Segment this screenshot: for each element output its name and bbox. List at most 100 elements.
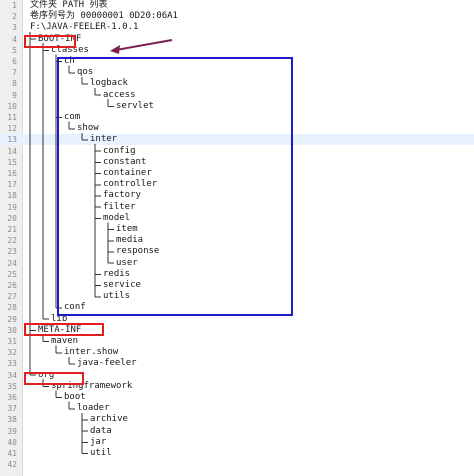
editor-line[interactable]: 29 lib (0, 314, 474, 325)
line-number: 28 (7, 303, 17, 313)
header-text: 卷序列号为 00000001 0D20:06A1 (30, 11, 178, 22)
tree-node-label: filter (103, 201, 136, 212)
editor-line[interactable]: 30 META-INF (0, 325, 474, 336)
line-number: 29 (7, 314, 17, 324)
line-number: 31 (7, 337, 17, 346)
tree-node-label: utils (103, 291, 131, 302)
editor-line[interactable]: 42 (0, 459, 474, 470)
editor-line[interactable]: 40 jar (0, 437, 474, 448)
line-number: 30 (7, 325, 17, 335)
tree-node-label: BOOT-INF (38, 33, 82, 44)
tree-node-label: logback (90, 78, 128, 89)
line-number: 22 (7, 236, 17, 246)
editor-line[interactable]: 23 response (0, 246, 474, 257)
tree-node-label: inter.show (64, 347, 119, 358)
tree-node-label: java-feeler (77, 358, 137, 369)
tree-node-label: redis (103, 268, 131, 279)
editor-line[interactable]: 17 controller (0, 179, 474, 190)
line-number: 7 (12, 68, 17, 78)
tree-node-label: show (77, 123, 99, 134)
highlight-box-boot-inf (24, 35, 76, 48)
line-number: 40 (7, 437, 17, 447)
line-number: 2 (12, 12, 17, 22)
tree-node-label: META-INF (38, 324, 82, 335)
tree-node-label: media (116, 235, 144, 246)
tree-node-label: springframework (51, 380, 133, 391)
highlight-box-org (24, 372, 84, 385)
editor-line[interactable]: 39 data (0, 426, 474, 437)
tree-node-label: response (116, 246, 160, 257)
line-number: 42 (7, 460, 17, 470)
line-number: 15 (7, 157, 17, 167)
editor-line[interactable]: 4 BOOT-INF (0, 34, 474, 45)
line-number: 39 (7, 426, 17, 436)
tree-node-label: lib (51, 313, 68, 324)
line-number: 24 (7, 258, 17, 268)
editor-line[interactable]: 28 conf (0, 302, 474, 313)
tree-node-label: classes (51, 44, 89, 55)
line-number: 13 (7, 135, 17, 145)
editor-line[interactable]: 16 container (0, 168, 474, 179)
line-number: 3 (12, 23, 17, 33)
tree-node-label: jar (90, 436, 107, 447)
line-number: 23 (7, 247, 17, 257)
line-number: 21 (7, 225, 17, 234)
tree-node-label: access (103, 89, 136, 100)
line-number: 18 (7, 191, 17, 201)
tree-node-label: service (103, 280, 141, 290)
tree-node-label: data (90, 425, 112, 436)
line-number: 41 (7, 449, 17, 458)
tree-node-label: factory (103, 190, 141, 201)
editor-line[interactable]: 18 factory (0, 190, 474, 201)
tree-node-label: conf (64, 302, 86, 313)
line-number: 11 (7, 113, 17, 122)
line-number: 16 (7, 169, 17, 178)
tree-node-label: com (64, 112, 81, 122)
line-number: 10 (7, 101, 17, 111)
tree-node-label: archive (90, 414, 128, 425)
tree-node-label: constant (103, 156, 147, 167)
editor-line[interactable]: 15 constant (0, 157, 474, 168)
line-number-gutter (0, 0, 23, 476)
tree-node-label: controller (103, 179, 158, 190)
editor-line[interactable]: 2 卷序列号为 00000001 0D20:06A1 (0, 11, 474, 22)
line-number: 17 (7, 180, 17, 190)
line-number: 4 (12, 34, 17, 44)
editor-line[interactable]: 11 com (0, 112, 474, 123)
tree-node-label: container (103, 168, 152, 178)
line-number: 36 (7, 393, 17, 402)
line-number: 37 (7, 404, 17, 414)
line-number: 8 (12, 79, 17, 89)
editor-line[interactable]: 22 media (0, 235, 474, 246)
highlight-box-classes-content (57, 57, 293, 316)
line-number: 20 (7, 213, 17, 223)
editor-line[interactable]: 8 logback (0, 78, 474, 89)
